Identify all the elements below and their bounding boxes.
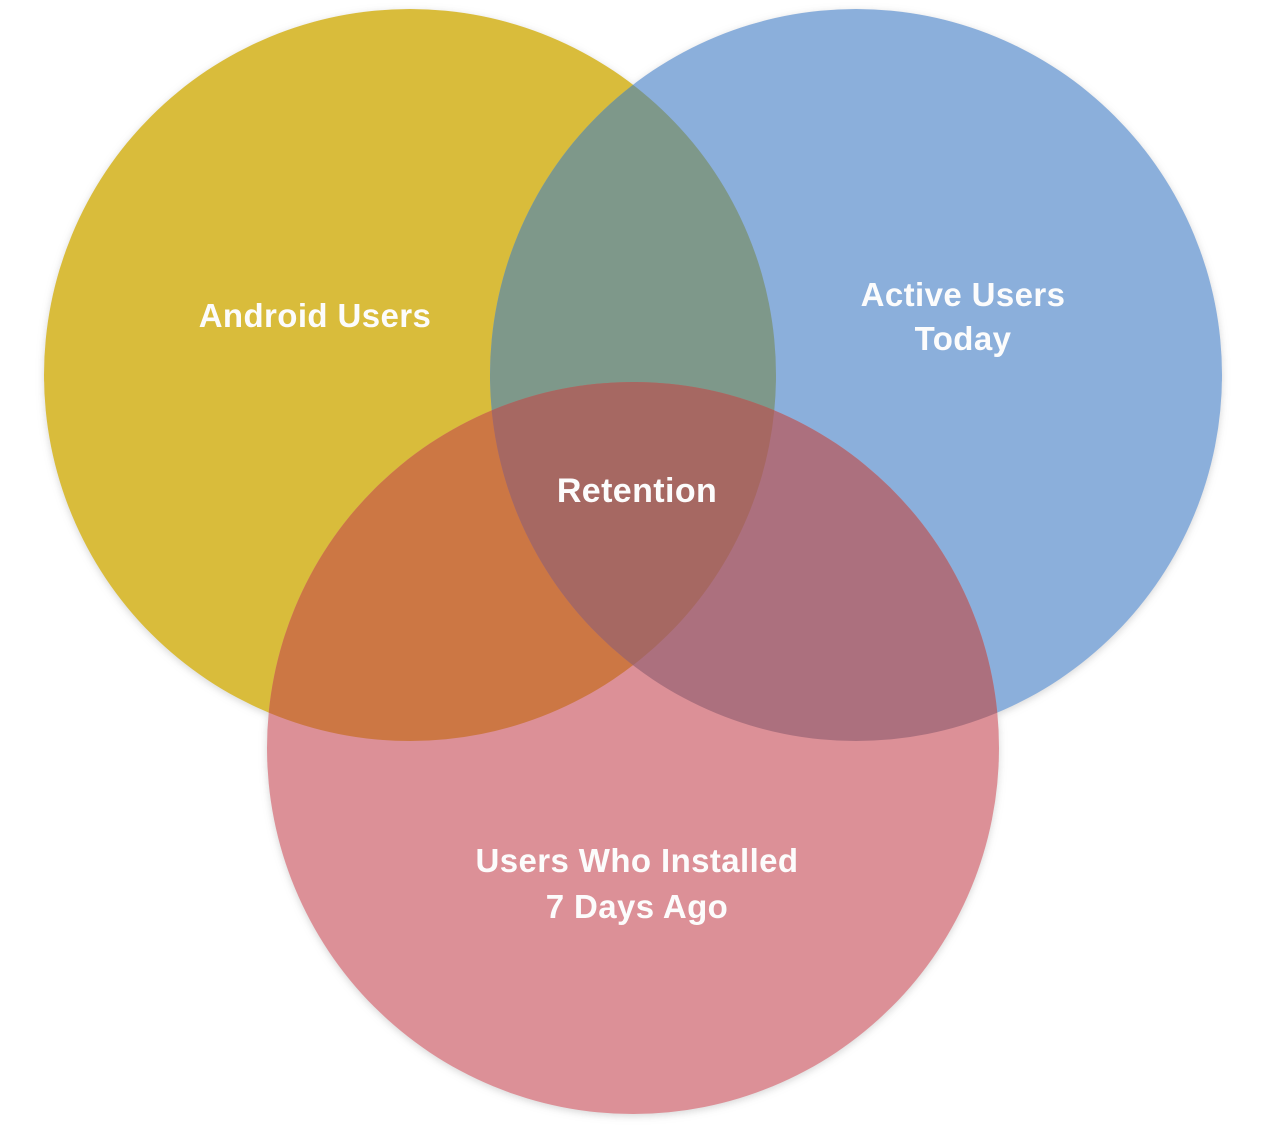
overlap-active-installed xyxy=(490,382,999,741)
set-active-today-label-line2: Today xyxy=(915,320,1012,357)
set-installed-7days-label-line1: Users Who Installed xyxy=(475,842,798,879)
center-retention-label: Retention xyxy=(557,472,717,510)
overlap-android-installed xyxy=(267,382,776,741)
set-android-label: Android Users xyxy=(199,297,432,334)
set-active-today-label-line1: Active Users xyxy=(861,276,1066,313)
set-installed-7days-label-line2: 7 Days Ago xyxy=(546,888,729,925)
